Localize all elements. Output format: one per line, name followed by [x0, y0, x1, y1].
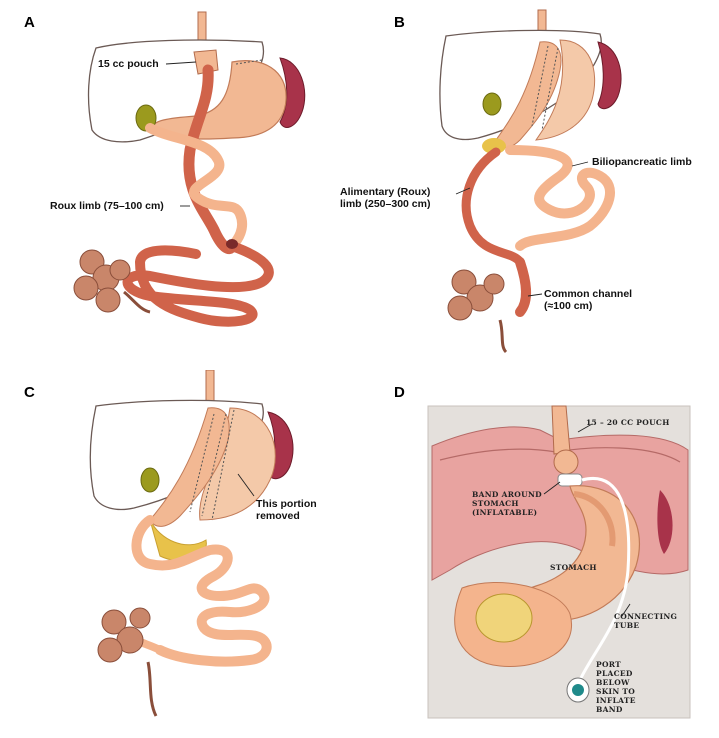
- panel-d-illustration: [427, 405, 691, 719]
- spleen: [597, 41, 622, 110]
- panel-d: D 15 – 20 cc Pouch Band Around Stomach (…: [360, 370, 719, 738]
- annotation-stomach: Stomach: [550, 563, 597, 572]
- sleeve-stomach-c: [149, 407, 230, 527]
- biliopancreatic-limb-a: [145, 123, 248, 251]
- panel-c-label: C: [24, 384, 35, 401]
- annotation-alimentary-limb: Alimentary (Roux) limb (250–300 cm): [340, 186, 431, 210]
- pancreas-b: [447, 269, 508, 354]
- alimentary-limb: [461, 147, 525, 267]
- panel-b-illustration: [439, 9, 622, 354]
- panel-a-label: A: [24, 14, 35, 31]
- panel-a-illustration: [73, 11, 306, 327]
- omentum-fat: [475, 593, 533, 643]
- annotation-pouch-a: 15 cc pouch: [98, 58, 159, 70]
- panel-b-label: B: [394, 14, 405, 31]
- annotation-biliopancreatic-limb: Biliopancreatic limb: [592, 156, 692, 168]
- annotation-removed: This portion removed: [256, 498, 317, 522]
- small-bowel-c: [131, 515, 272, 667]
- annotation-port: Port Placed Below skin to inflate Band: [596, 660, 636, 714]
- biliopancreatic-limb: [505, 145, 615, 251]
- panel-b: B Biliopancreatic limb Alimentary (Roux)…: [340, 0, 719, 360]
- pancreas-c: [97, 607, 158, 717]
- common-channel: [515, 257, 531, 317]
- spleen: [657, 490, 673, 554]
- panel-c-illustration: [89, 370, 294, 717]
- gallbladder: [140, 467, 160, 493]
- gastric-pouch: [553, 449, 579, 475]
- gastric-band: [557, 473, 583, 487]
- annotation-tube: Connecting Tube: [614, 612, 678, 630]
- panel-a: A 15 cc pouch: [0, 0, 360, 360]
- spleen: [279, 57, 306, 128]
- small-bowel-a: [122, 241, 274, 327]
- annotation-common-channel: Common channel (≈100 cm): [544, 288, 633, 312]
- gallbladder: [482, 92, 502, 116]
- panel-d-label: D: [394, 384, 405, 401]
- connecting-tube: [578, 477, 631, 681]
- annotation-roux-limb: Roux limb (75–100 cm): [50, 200, 164, 212]
- annotation-band: Band Around Stomach (inflatable): [472, 490, 542, 517]
- annotation-pouch-d: 15 – 20 cc Pouch: [586, 418, 670, 427]
- panel-c: C This portion removed: [0, 370, 360, 738]
- pancreas-a: [73, 249, 151, 314]
- sleeve-stomach: [495, 41, 562, 148]
